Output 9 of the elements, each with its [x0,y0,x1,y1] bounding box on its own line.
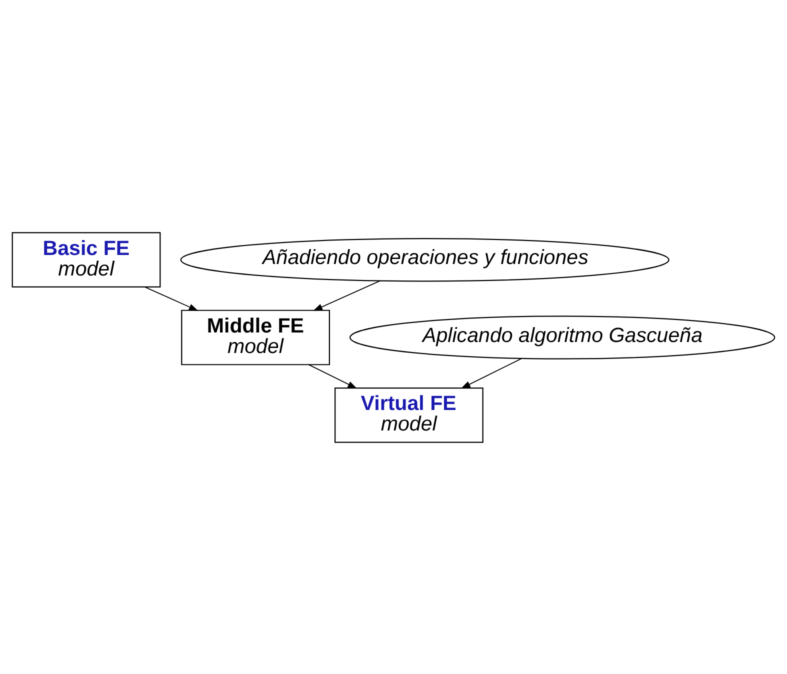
node-box: Basic FE model [12,232,161,288]
node-ellipse: Aplicando algoritmo Gascueña [350,315,776,359]
arrow [460,357,522,388]
node-box: Virtual FE model [334,386,484,442]
arrow [144,286,198,310]
arrow [308,364,358,388]
arrow [313,280,381,310]
node-ellipse: Añadiendo operaciones y funciones [180,238,670,282]
node-box: Middle FE model [181,309,330,365]
